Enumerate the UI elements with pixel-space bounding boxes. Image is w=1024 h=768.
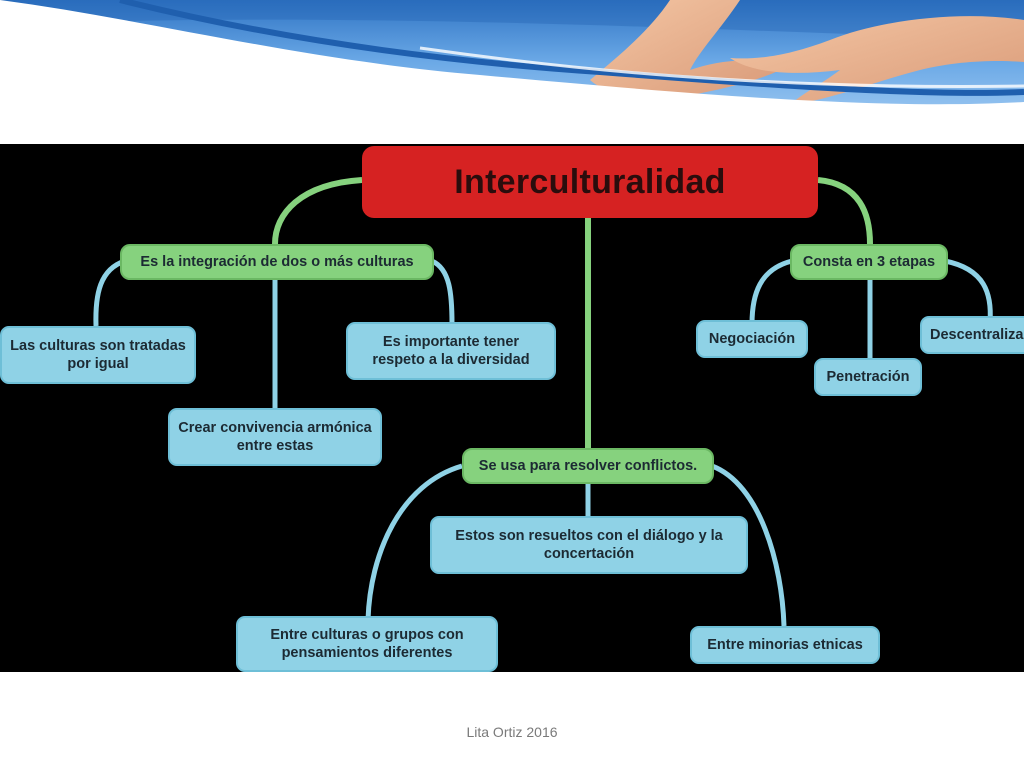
leaf-decentralization-label: Descentraliza <box>930 326 1024 343</box>
root-label: Interculturalidad <box>454 162 726 201</box>
leaf-ethnic-minorities: Entre minorias etnicas <box>690 626 880 664</box>
leaf-penetration-label: Penetración <box>826 368 910 385</box>
leaf-dialogue-label: Estos son resueltos con el diálogo y la … <box>455 527 723 562</box>
leaf-different-groups: Entre culturas o grupos con pensamientos… <box>236 616 498 672</box>
footer-credit: Lita Ortiz 2016 <box>466 724 558 740</box>
leaf-penetration: Penetración <box>814 358 922 396</box>
leaf-respect-diversity: Es importante tener respeto a la diversi… <box>346 322 556 380</box>
connector-lines <box>93 177 993 627</box>
leaf-negotiation-label: Negociación <box>708 330 796 347</box>
branch-conflict-resolution-label: Se usa para resolver conflictos. <box>478 457 698 474</box>
branch-stages: Consta en 3 etapas <box>790 244 948 280</box>
leaf-equal-treatment-label: Las culturas son tratadas por igual <box>10 337 186 372</box>
concept-map: Interculturalidad Es la integración de d… <box>0 144 1024 672</box>
root-node: Interculturalidad <box>362 146 818 218</box>
branch-integration-label: Es la integración de dos o más culturas <box>140 253 414 270</box>
leaf-equal-treatment: Las culturas son tratadas por igual <box>0 326 196 384</box>
branch-stages-label: Consta en 3 etapas <box>802 253 936 270</box>
header-banner <box>0 0 1024 135</box>
leaf-negotiation: Negociación <box>696 320 808 358</box>
leaf-ethnic-minorities-label: Entre minorias etnicas <box>707 636 863 653</box>
leaf-dialogue: Estos son resueltos con el diálogo y la … <box>430 516 748 574</box>
branch-integration: Es la integración de dos o más culturas <box>120 244 434 280</box>
leaf-decentralization: Descentraliza <box>920 316 1024 354</box>
hands-illustration <box>0 0 1024 135</box>
leaf-different-groups-label: Entre culturas o grupos con pensamientos… <box>270 626 464 661</box>
leaf-harmonious-coexistence: Crear convivencia armónica entre estas <box>168 408 382 466</box>
branch-conflict-resolution: Se usa para resolver conflictos. <box>462 448 714 484</box>
leaf-harmonious-coexistence-label: Crear convivencia armónica entre estas <box>178 419 372 454</box>
leaf-respect-diversity-label: Es importante tener respeto a la diversi… <box>372 333 530 368</box>
